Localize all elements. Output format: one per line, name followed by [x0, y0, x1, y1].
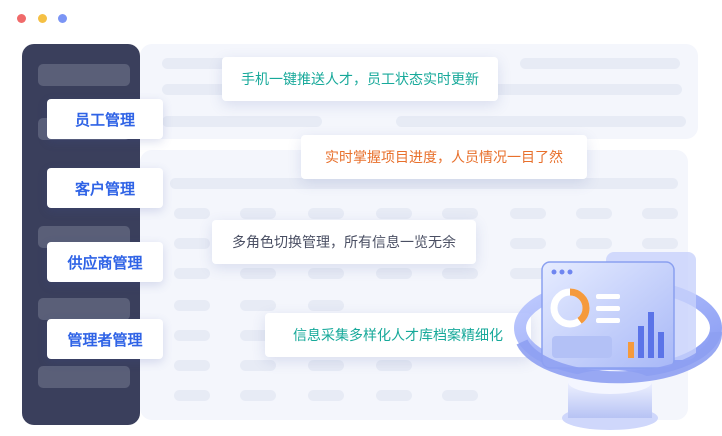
placeholder-bar — [240, 268, 276, 279]
placeholder-bar — [240, 330, 276, 341]
feature-text: 实时掌握项目进度，人员情况一目了然 — [325, 150, 563, 166]
placeholder-bar — [442, 268, 478, 279]
placeholder-bar — [174, 390, 210, 401]
placeholder-bar — [240, 390, 276, 401]
feature-text: 多角色切换管理，所有信息一览无余 — [232, 235, 456, 251]
placeholder-bar — [240, 300, 276, 311]
placeholder-bar — [174, 208, 210, 219]
placeholder-bar — [308, 360, 344, 371]
placeholder-bar — [308, 390, 344, 401]
orbit-ring-front — [516, 331, 722, 384]
screen-dot — [559, 269, 565, 275]
sidebar-item-label: 员工管理 — [74, 110, 135, 129]
window-close-dot[interactable] — [17, 14, 26, 23]
feature-bubble-role-switch: 多角色切换管理，所有信息一览无余 — [212, 220, 476, 264]
placeholder-bar — [308, 268, 344, 279]
feature-text: 信息采集多样化人才库档案精细化 — [293, 328, 503, 344]
placeholder-bar — [174, 330, 210, 341]
placeholder-bar — [174, 360, 210, 371]
placeholder-bar — [162, 116, 322, 127]
screen-dot — [551, 269, 557, 275]
window-maximize-dot[interactable] — [58, 14, 67, 23]
placeholder-bar — [174, 268, 210, 279]
screen-bar — [658, 332, 664, 358]
placeholder-bar — [442, 390, 478, 401]
placeholder-bar — [376, 390, 412, 401]
sidebar-item-supplier-management[interactable]: 供应商管理 — [47, 242, 163, 282]
placeholder-bar — [510, 208, 546, 219]
sidebar-placeholder-bar — [38, 366, 130, 388]
screen-card — [552, 336, 612, 358]
screen-bar — [648, 312, 654, 358]
placeholder-bar — [642, 208, 678, 219]
window-minimize-dot[interactable] — [38, 14, 47, 23]
feature-text: 手机一键推送人才，员工状态实时更新 — [241, 72, 479, 88]
placeholder-bar — [442, 208, 478, 219]
sidebar-item-manager-management[interactable]: 管理者管理 — [47, 319, 163, 359]
placeholder-bar — [396, 116, 686, 127]
placeholder-bar — [174, 238, 210, 249]
feature-bubble-project-progress: 实时掌握项目进度，人员情况一目了然 — [301, 135, 587, 179]
sidebar-item-label: 管理者管理 — [67, 330, 143, 349]
feature-bubble-info-collection: 信息采集多样化人才库档案精细化 — [265, 313, 531, 357]
screen-bar — [628, 342, 634, 358]
sidebar-placeholder-bar — [38, 64, 130, 86]
placeholder-bar — [376, 268, 412, 279]
dashboard-monitor-illustration-icon — [514, 252, 722, 430]
screen-line — [596, 306, 620, 311]
placeholder-bar — [170, 178, 678, 189]
sidebar-item-customer-management[interactable]: 客户管理 — [47, 168, 163, 208]
placeholder-bar — [510, 238, 546, 249]
sidebar-placeholder-bar — [38, 298, 130, 320]
placeholder-bar — [576, 238, 612, 249]
sidebar-item-employee-management[interactable]: 员工管理 — [47, 99, 163, 139]
placeholder-bar — [520, 58, 680, 69]
placeholder-bar — [510, 268, 546, 279]
placeholder-bar — [308, 208, 344, 219]
placeholder-bar — [642, 238, 678, 249]
screen-bar — [638, 326, 644, 358]
placeholder-bar — [174, 300, 210, 311]
placeholder-bar — [376, 208, 412, 219]
placeholder-bar — [376, 360, 412, 371]
placeholder-bar — [308, 300, 344, 311]
feature-bubble-push-talent: 手机一键推送人才，员工状态实时更新 — [222, 57, 498, 101]
sidebar-item-label: 客户管理 — [74, 179, 135, 198]
screen-line — [596, 294, 620, 299]
placeholder-bar — [576, 208, 612, 219]
sidebar-item-label: 供应商管理 — [67, 253, 143, 272]
screen-line — [596, 318, 620, 323]
placeholder-bar — [240, 208, 276, 219]
placeholder-bar — [240, 360, 276, 371]
main-content-panel — [140, 150, 688, 420]
placeholder-bar — [162, 58, 232, 69]
donut-segment — [550, 288, 590, 328]
screen-dot — [567, 269, 573, 275]
